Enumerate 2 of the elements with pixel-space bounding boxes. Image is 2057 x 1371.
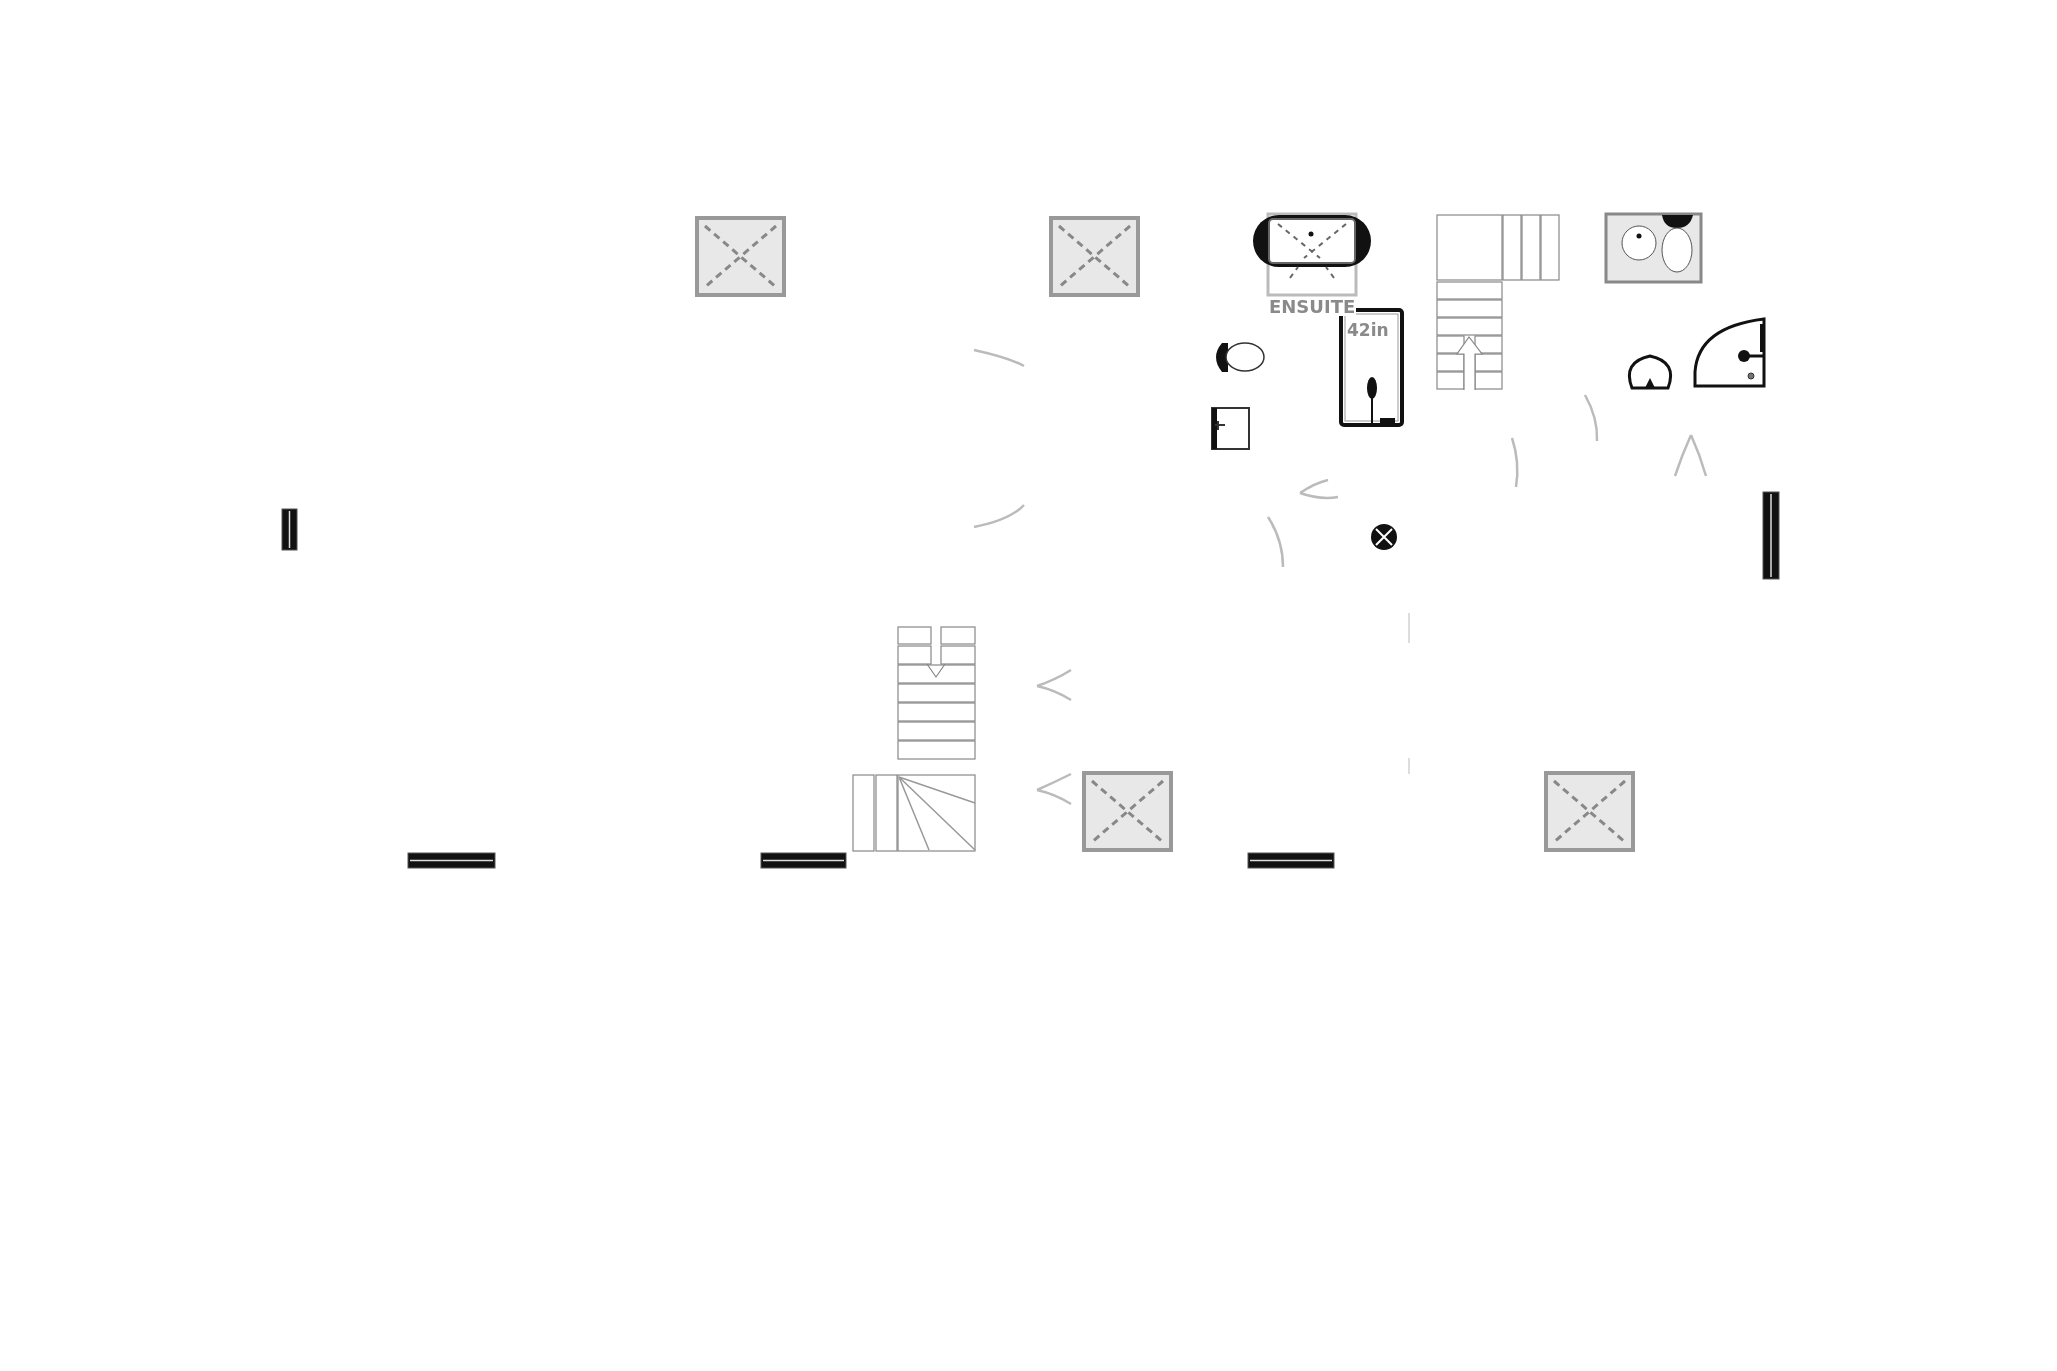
dimension-label: 42in <box>1346 322 1390 339</box>
room-label: ENSUITE <box>1268 298 1357 316</box>
